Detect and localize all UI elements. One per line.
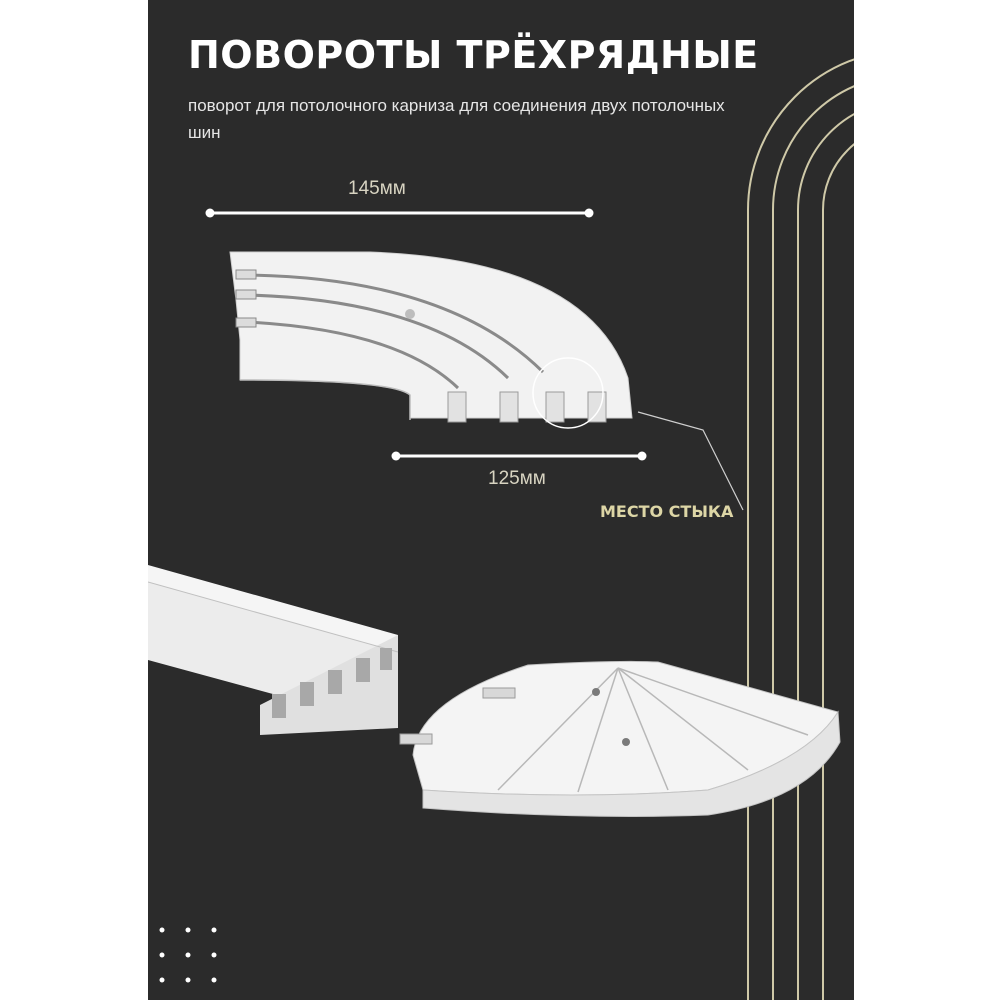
page-subtitle: поворот для потолочного карниза для соед… — [188, 96, 725, 142]
decorative-arcs — [747, 58, 854, 1000]
dimension-line-bottom — [391, 451, 647, 461]
straight-profile — [148, 565, 399, 735]
joint-callout-label: МЕСТО СТЫКА — [600, 502, 734, 521]
product-illustration — [148, 58, 854, 1000]
dimension-label-top: 145мм — [348, 178, 406, 199]
curved-corner-piece — [229, 251, 744, 511]
dimension-line-top — [205, 208, 594, 218]
dot-grid — [159, 927, 217, 983]
flat-corner-piece — [399, 660, 841, 817]
product-card: ПОВОРОТЫ ТРЁХРЯДНЫЕ поворот для потолочн… — [148, 0, 854, 1000]
page-title: ПОВОРОТЫ ТРЁХРЯДНЫЕ — [188, 33, 759, 77]
dimension-label-bottom: 125мм — [488, 468, 546, 489]
